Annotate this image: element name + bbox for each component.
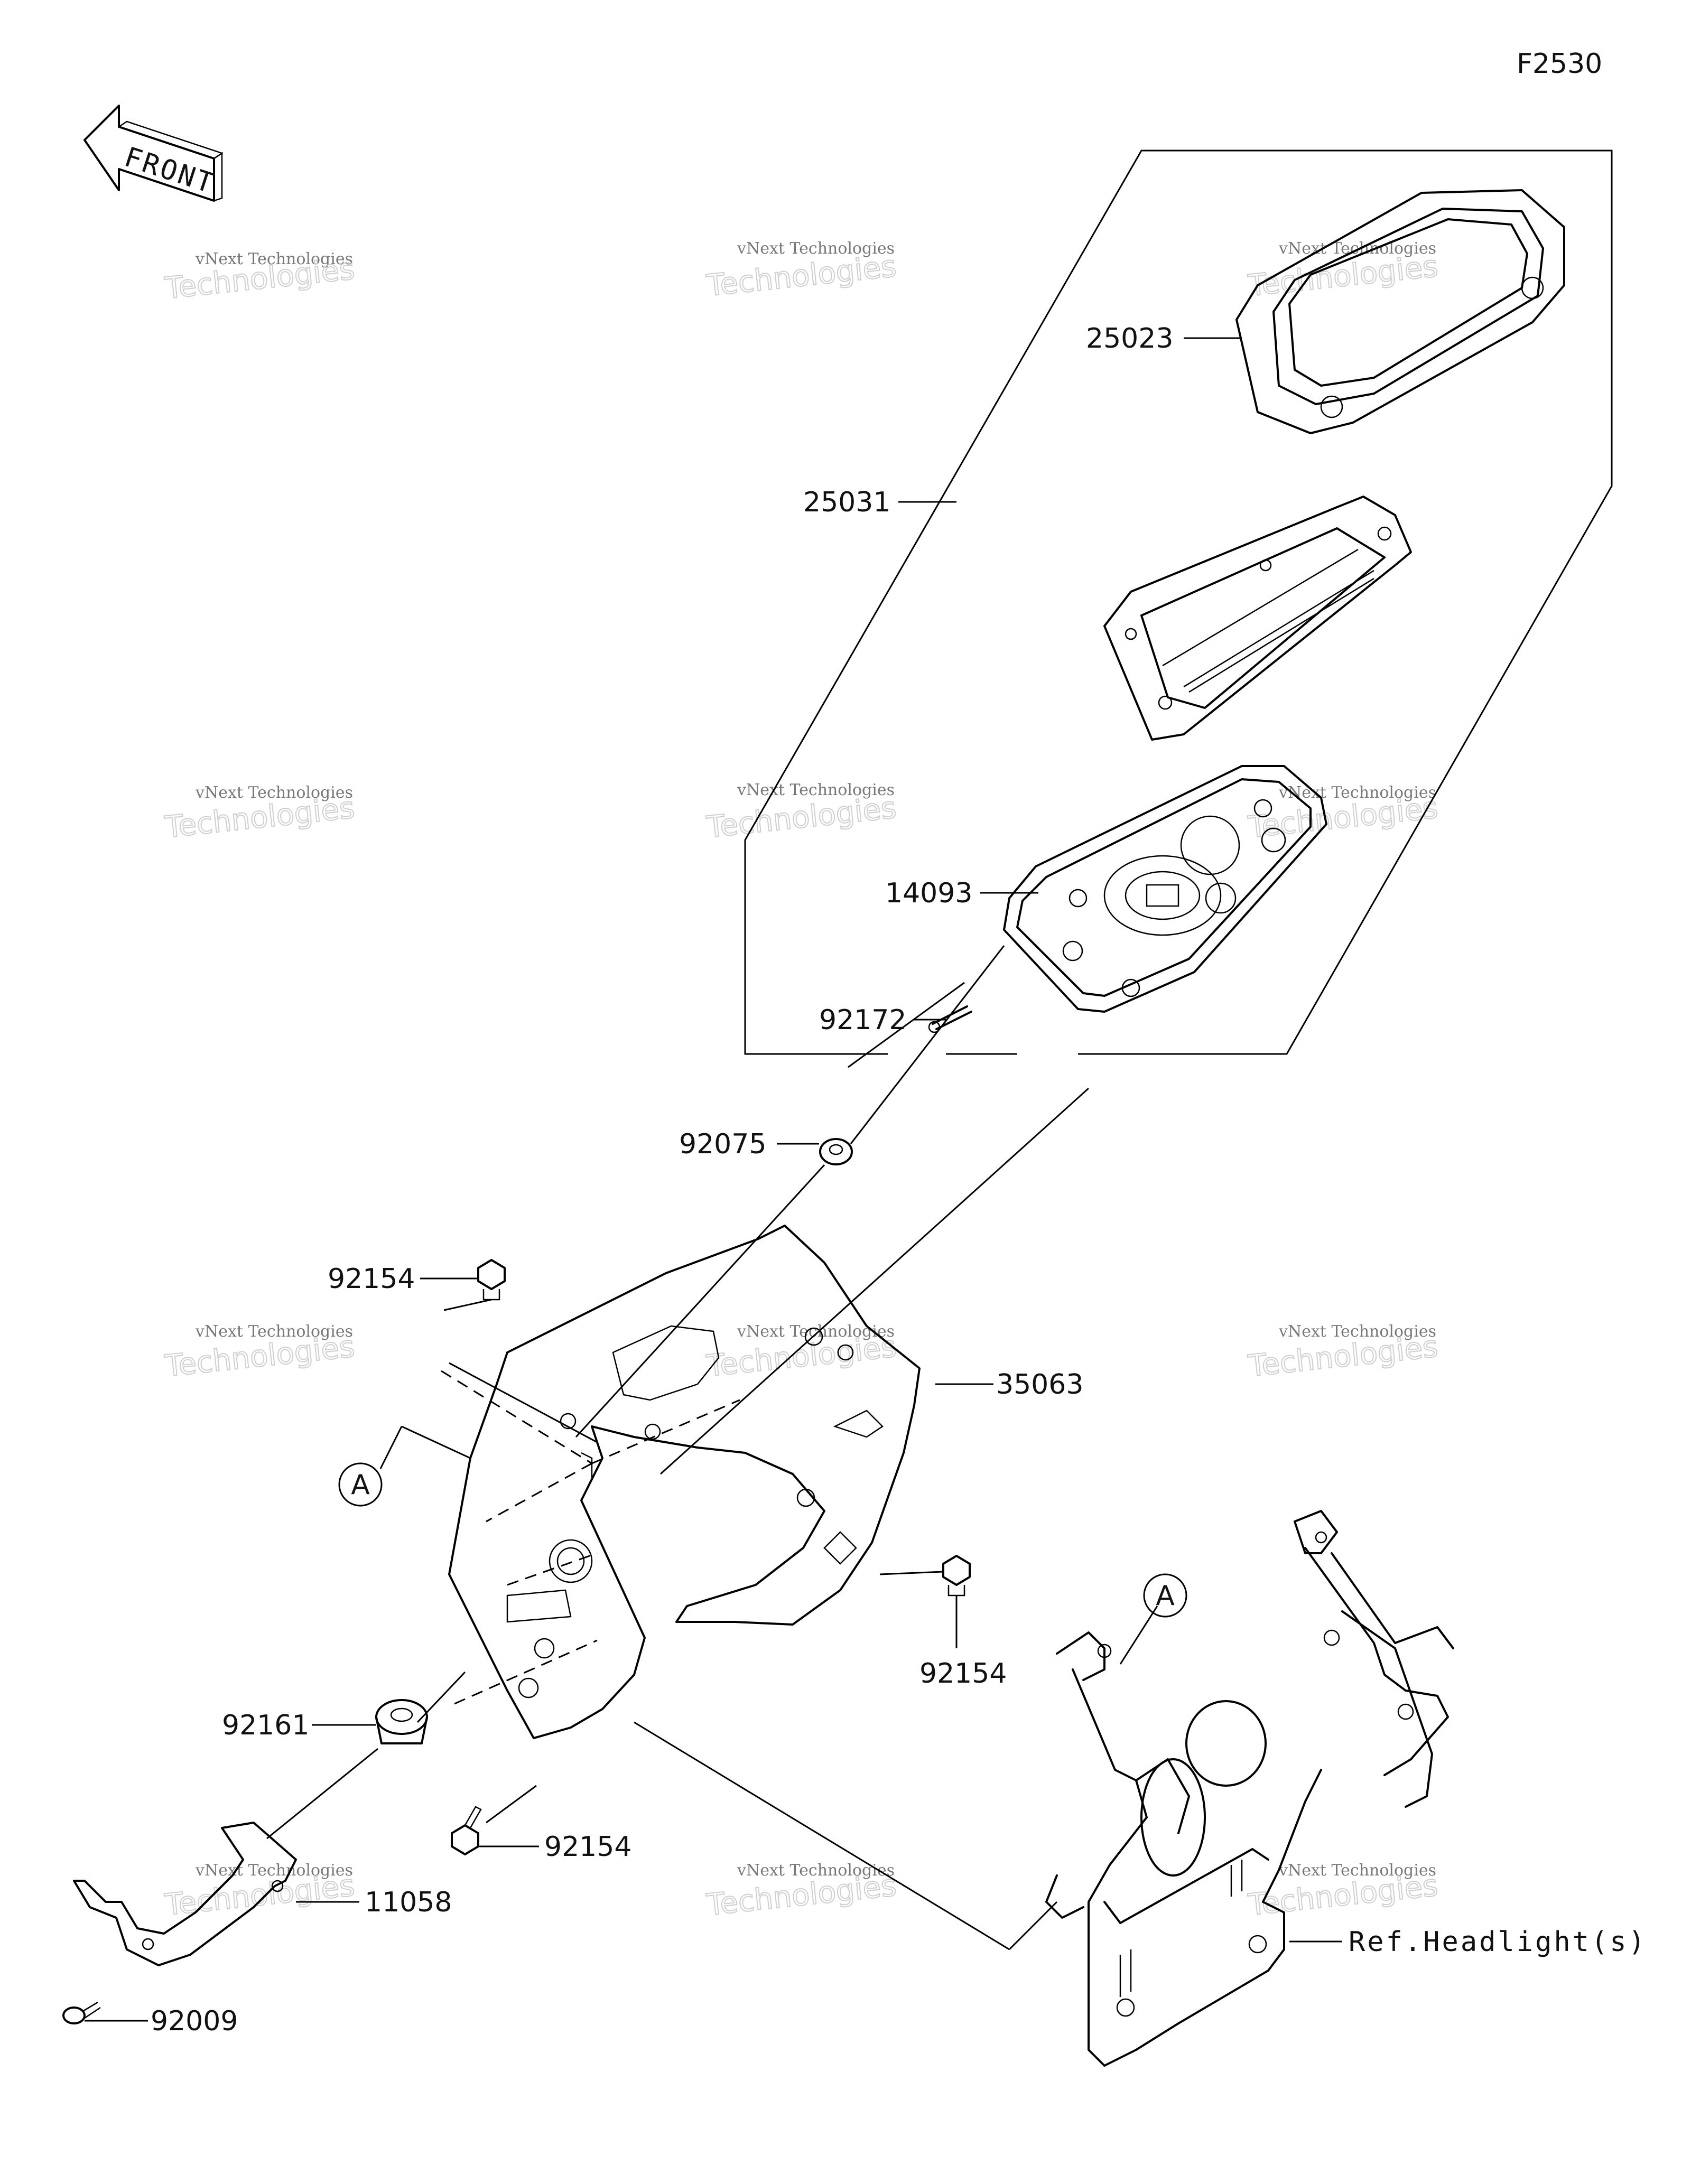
- svg-text:A: A: [1156, 1580, 1175, 1612]
- grommet-92161: [375, 1699, 428, 1744]
- screw-92009: [62, 2001, 101, 2024]
- watermark-l2: vNext Technologies Technologies: [163, 1322, 357, 1384]
- watermark-mr: vNext Technologies Technologies: [1246, 783, 1441, 845]
- svg-text:vNext Technologies: vNext Technologies: [195, 250, 353, 268]
- meter-lcd-unit: [1103, 496, 1412, 741]
- watermark-tl: vNext Technologies Technologies: [163, 250, 357, 306]
- callout-92154-bottom: 92154: [544, 1831, 631, 1863]
- meter-cover-35063: [448, 1225, 921, 1739]
- meter-assembly-boundary: [744, 150, 1613, 1055]
- grommet-92075: [819, 1138, 853, 1165]
- meter-cover-25023: [1235, 189, 1565, 434]
- callout-92172: 92172: [819, 1004, 906, 1036]
- callout-92154-top: 92154: [328, 1263, 415, 1295]
- front-arrow-label: FRONT: [120, 141, 219, 200]
- watermark-ml: vNext Technologies Technologies: [163, 783, 357, 845]
- watermark-r2: vNext Technologies Technologies: [1246, 1322, 1441, 1384]
- callout-92075: 92075: [679, 1128, 766, 1160]
- svg-text:vNext Technologies: vNext Technologies: [195, 1861, 353, 1880]
- callout-92154-right: 92154: [919, 1658, 1007, 1690]
- bolt-92154-top: [477, 1259, 506, 1301]
- watermark-mc: vNext Technologies Technologies: [704, 781, 899, 845]
- svg-text:vNext Technologies: vNext Technologies: [195, 1322, 353, 1341]
- watermark-c2: vNext Technologies Technologies: [704, 1322, 899, 1384]
- callout-14093: 14093: [885, 878, 972, 909]
- leader-lines: [85, 337, 1342, 2022]
- svg-text:A: A: [351, 1469, 370, 1501]
- svg-text:vNext Technologies: vNext Technologies: [1278, 783, 1436, 802]
- watermark-tr: vNext Technologies Technologies: [1246, 239, 1441, 304]
- bolt-92154-right: [942, 1555, 971, 1597]
- callout-92009: 92009: [151, 2005, 238, 2037]
- callout-11058: 11058: [365, 1887, 452, 1918]
- callout-25031: 25031: [803, 487, 890, 518]
- bracket-11058: [73, 1822, 297, 1966]
- callout-25023: 25023: [1086, 323, 1173, 354]
- svg-text:vNext Technologies: vNext Technologies: [195, 783, 353, 802]
- callout-92161: 92161: [222, 1710, 309, 1741]
- figure-code: F2530: [1517, 48, 1602, 80]
- watermark-tc: vNext Technologies Technologies: [704, 239, 899, 304]
- reference-marker-a-right: A: [1143, 1573, 1187, 1618]
- reference-marker-a-left: A: [338, 1462, 383, 1507]
- front-arrow-icon: FRONT: [83, 105, 224, 202]
- callout-35063: 35063: [996, 1369, 1083, 1401]
- dashed-lines: [441, 1370, 740, 1705]
- meter-case-14093: [1003, 765, 1327, 1013]
- bolt-92154-bottom: [451, 1806, 482, 1855]
- callout-ref-headlight: Ref.Headlight(s): [1349, 1926, 1647, 1958]
- headlight-stay: [1045, 1510, 1454, 2067]
- watermark-r3: vNext Technologies Technologies: [1246, 1861, 1441, 1923]
- watermark-l3: vNext Technologies Technologies: [163, 1861, 357, 1923]
- svg-text:vNext Technologies: vNext Technologies: [737, 239, 895, 258]
- svg-text:vNext Technologies: vNext Technologies: [737, 1322, 895, 1341]
- watermark-c3: vNext Technologies Technologies: [704, 1861, 899, 1923]
- svg-text:vNext Technologies: vNext Technologies: [737, 781, 895, 799]
- svg-text:vNext Technologies: vNext Technologies: [1278, 1322, 1436, 1341]
- svg-text:vNext Technologies: vNext Technologies: [1278, 1861, 1436, 1880]
